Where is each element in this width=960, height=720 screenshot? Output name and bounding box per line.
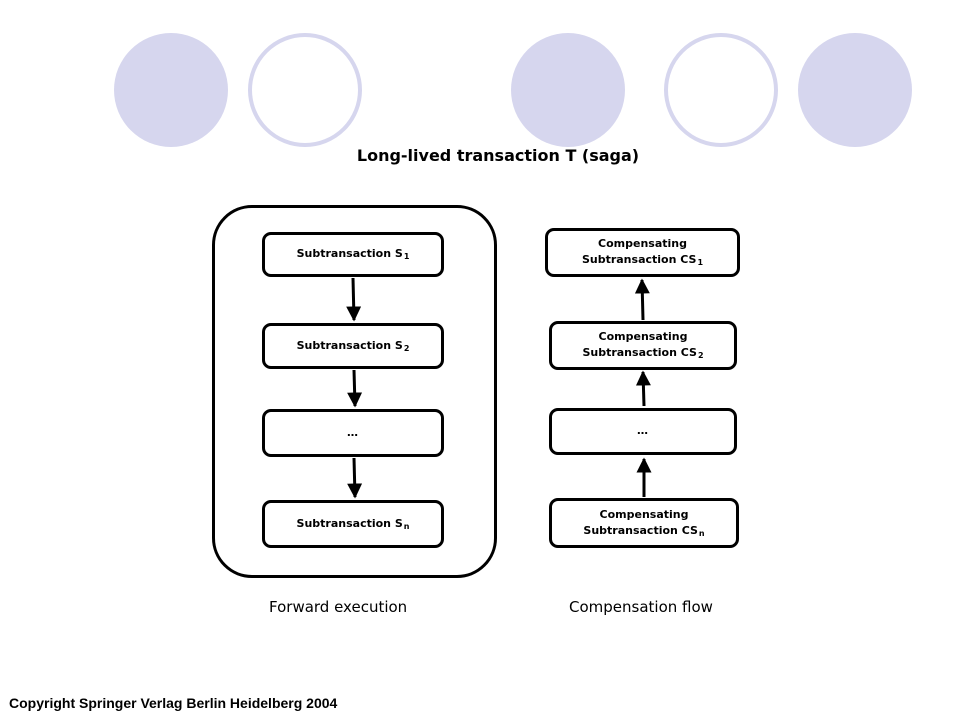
compensation-step-ellipsis-label: … [637,424,648,438]
forward-step-2-label: Subtransaction S2 [296,338,410,353]
forward-step-n-label: Subtransaction Sn [296,516,410,531]
decor-circle-3 [511,33,625,147]
compensation-arrow-3 [634,278,650,321]
decor-circle-4 [664,33,778,147]
copyright-notice: Copyright Springer Verlag Berlin Heidelb… [9,695,338,711]
forward-step-ellipsis-label: … [347,425,358,439]
forward-step-1-label: Subtransaction S1 [296,247,410,262]
forward-group-frame [212,205,497,578]
forward-arrow-2 [347,369,363,408]
page-title: Long-lived transaction T (saga) [356,146,640,165]
compensation-step-ellipsis: … [549,408,737,455]
decor-circle-2 [248,33,362,147]
forward-step-n: Subtransaction Sn [262,500,444,548]
compensation-caption: Compensation flow [569,598,713,616]
forward-step-ellipsis: … [262,409,444,457]
forward-step-2: Subtransaction S2 [262,323,444,369]
forward-step-1: Subtransaction S1 [262,232,444,277]
forward-caption: Forward execution [269,598,408,616]
decor-circle-1 [114,33,228,147]
decor-circle-5 [798,33,912,147]
forward-arrow-1 [346,277,362,322]
compensation-arrow-2 [635,370,651,407]
forward-arrow-3 [347,457,363,499]
